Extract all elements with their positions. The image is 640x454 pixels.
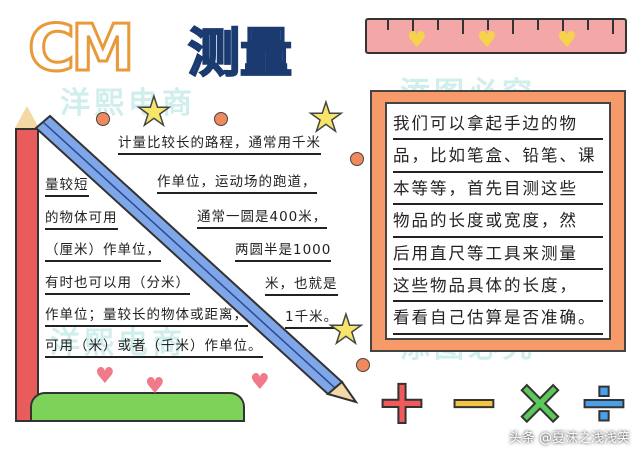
box-line: 我们可以拿起手边的物: [393, 108, 603, 141]
left-text-line: 两圆半是1000: [235, 240, 332, 262]
left-text-line: 可用（米）或者（千米）作单位。: [45, 336, 263, 358]
left-text-line: 有时也可以用（分米）: [45, 273, 190, 295]
left-text-line: 米，也就是: [265, 274, 338, 296]
watermark: 洋熙电商: [60, 86, 196, 121]
watermark: 洋熙电商: [50, 326, 186, 361]
title-measure: 测量: [187, 23, 293, 85]
ruler-decoration: ♥ ♥ ♥: [365, 18, 627, 54]
dot-decoration: [350, 152, 364, 166]
box-line: 本等等，首先目测这些: [393, 173, 603, 206]
heart-flower-icon: ♥: [145, 374, 165, 399]
left-text-line: 量较短: [45, 175, 89, 197]
text-frame: 我们可以拿起手边的物 品，比如笔盒、铅笔、课 本等等，首先目测这些 物品的长度或…: [370, 90, 626, 352]
left-text-line: 通常一圆是400米，: [197, 207, 328, 229]
star-icon: ★: [135, 89, 172, 135]
left-text-line: 作单位；量较长的物体或距离，: [45, 305, 248, 327]
star-icon: ★: [307, 95, 344, 141]
left-text-line: 作单位，运动场的跑道，: [157, 172, 317, 194]
left-text-line: 的物体可用: [45, 208, 118, 230]
divide-icon: ÷: [577, 365, 631, 438]
plus-icon: +: [375, 365, 429, 438]
title-cm: CM: [27, 12, 137, 86]
credit-text: 头条 @夏沫之浅浅笑: [508, 431, 630, 446]
heart-flower-icon: ♥: [95, 364, 115, 389]
heart-flower-icon: ♥: [250, 370, 270, 395]
dot-decoration: [214, 112, 228, 126]
left-text-line: 计量比较长的路程，通常用千米: [118, 133, 321, 155]
left-text-line: （厘米）作单位，: [45, 240, 161, 262]
box-line: 品，比如笔盒、铅笔、课: [393, 140, 603, 173]
dot-decoration: [96, 112, 110, 126]
red-pencil-tip: [15, 106, 39, 128]
box-line: 后用直尺等工具来测量: [393, 238, 603, 270]
box-line: 物品的长度或宽度，然: [393, 205, 603, 238]
red-pencil: [15, 128, 39, 422]
heart-icon: ♥: [477, 28, 497, 53]
minus-icon: −: [447, 365, 501, 438]
box-line: 看看自己估算是否准确。: [393, 302, 603, 335]
left-text-line: 1千米。: [285, 307, 339, 329]
star-icon: ★: [327, 307, 364, 353]
heart-icon: ♥: [557, 28, 577, 53]
grass-decoration: [30, 392, 245, 422]
dot-decoration: [356, 358, 370, 372]
heart-icon: ♥: [407, 28, 427, 53]
times-icon: ×: [513, 365, 567, 438]
box-line: 这些物品具体的长度，: [393, 270, 603, 303]
